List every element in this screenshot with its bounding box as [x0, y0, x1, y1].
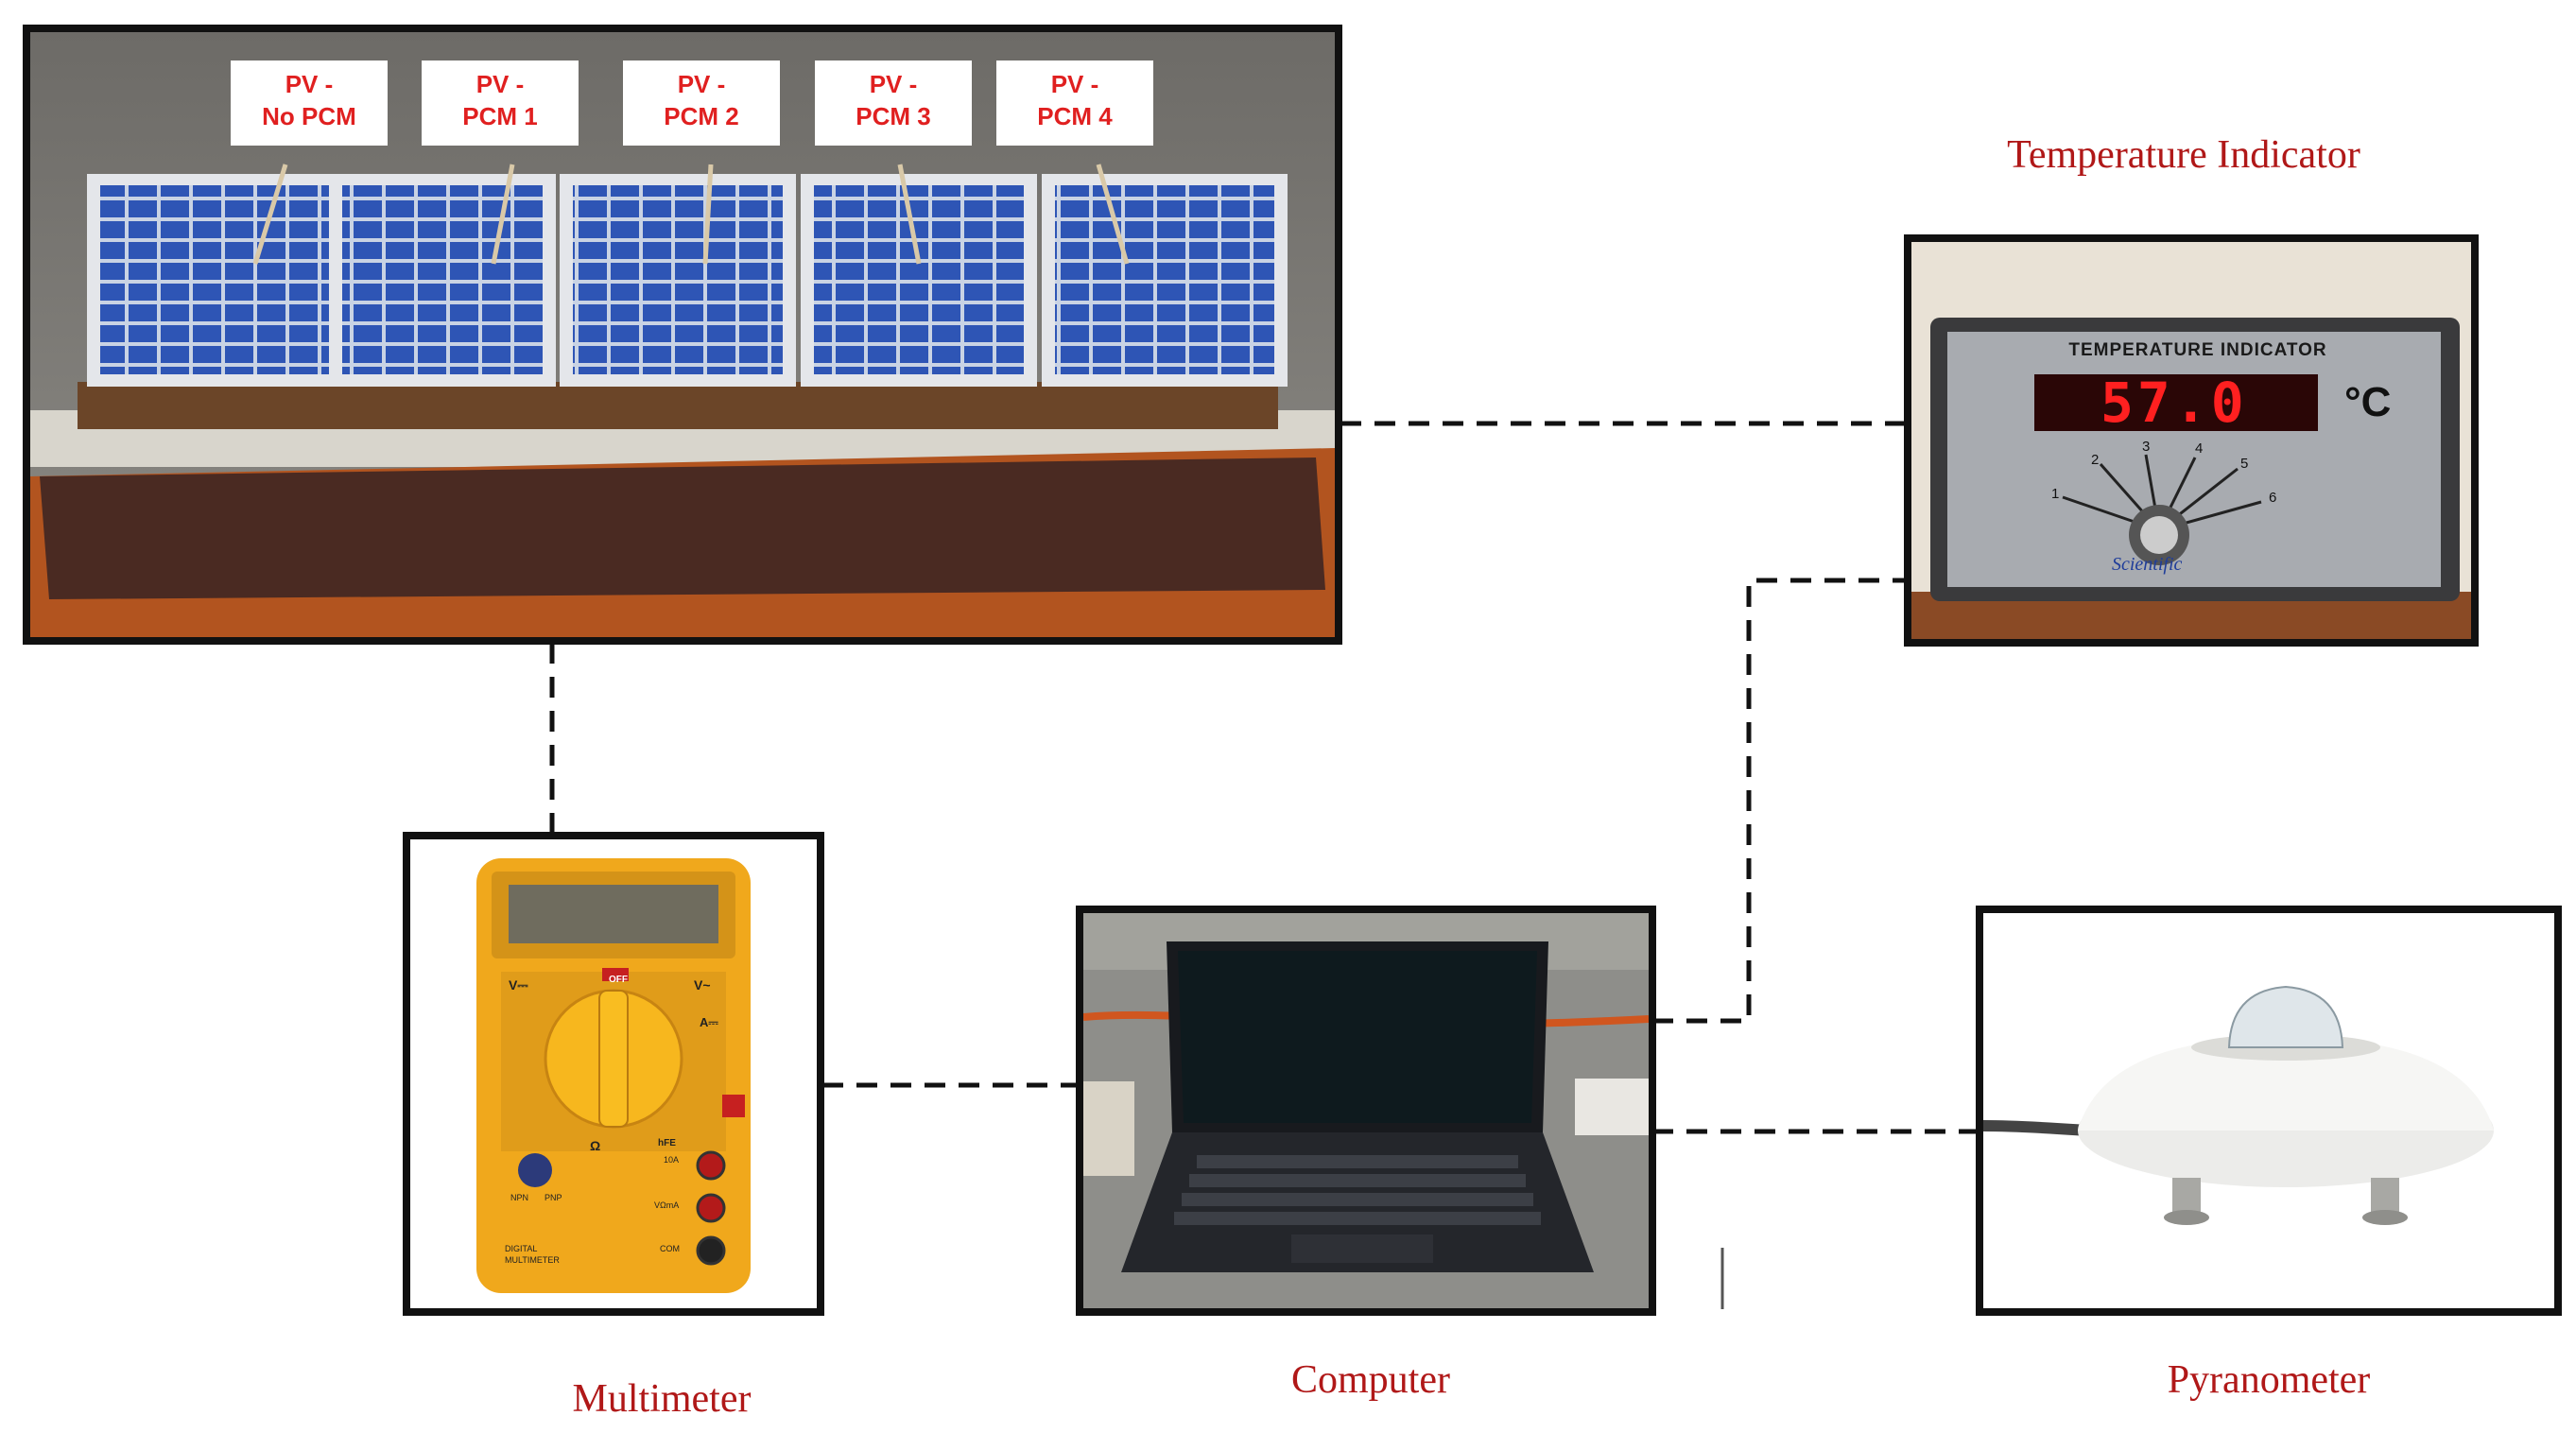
temperature-face-title: TEMPERATURE INDICATOR	[2068, 340, 2327, 360]
multimeter-model-line-1: DIGITAL	[505, 1244, 538, 1253]
multimeter-off-label: OFF	[609, 975, 628, 985]
computer-photo	[1076, 906, 1656, 1316]
temperature-dial-number-3: 3	[2142, 439, 2151, 455]
caption-computer: Computer	[1291, 1358, 1450, 1402]
temperature-dial-number-2: 2	[2091, 452, 2100, 468]
temperature-dial-number-5: 5	[2240, 456, 2249, 472]
panel-label-pcm-3: PV -PCM 3	[815, 60, 972, 146]
multimeter-npn-label: NPN	[510, 1193, 529, 1202]
pv-panels-photo: PV -No PCM PV -PCM 1 PV -PCM 2 PV -PCM 3…	[23, 25, 1342, 645]
multimeter-volt-dc-label: V⎓	[509, 977, 528, 993]
caption-pyranometer: Pyranometer	[2167, 1358, 2371, 1402]
temperature-dial-number-6: 6	[2269, 490, 2277, 506]
panel-label-pcm-1: PV -PCM 1	[422, 60, 579, 146]
multimeter-photo: OFF V⎓ V~ A⎓ Ω hFE NPN PNP 10A VΩmA COM …	[403, 832, 824, 1316]
temperature-indicator-photo: TEMPERATURE INDICATOR 57.0 °C 1 2 3 4 5 …	[1904, 234, 2479, 647]
multimeter-jack-com-label: COM	[660, 1244, 680, 1253]
connector-computer-to-temperature	[1652, 578, 1910, 1024]
multimeter-pnp-label: PNP	[545, 1193, 562, 1202]
multimeter-volt-ac-label: V~	[694, 977, 711, 993]
temperature-brand: Scientific	[2112, 554, 2183, 575]
panel-label-pcm-2: PV -PCM 2	[623, 60, 780, 146]
temperature-unit: °C	[2344, 379, 2392, 425]
pyranometer-photo	[1976, 906, 2562, 1316]
caption-multimeter: Multimeter	[572, 1377, 752, 1421]
temperature-dial-number-4: 4	[2195, 440, 2204, 457]
temperature-reading: 57.0	[2101, 371, 2248, 435]
multimeter-jack-10a-label: 10A	[664, 1155, 680, 1165]
panel-label-pcm-4: PV -PCM 4	[996, 60, 1153, 146]
multimeter-model-line-2: MULTIMETER	[505, 1255, 560, 1265]
multimeter-jack-vma-label: VΩmA	[654, 1200, 680, 1210]
panel-label-no-pcm: PV -No PCM	[231, 60, 388, 146]
caption-temperature-indicator: Temperature Indicator	[2007, 133, 2360, 177]
multimeter-amp-label: A⎓	[700, 1015, 718, 1029]
multimeter-ohm-label: Ω	[590, 1138, 601, 1153]
temperature-dial-number-1: 1	[2051, 486, 2060, 502]
multimeter-hfe-label: hFE	[658, 1138, 676, 1148]
